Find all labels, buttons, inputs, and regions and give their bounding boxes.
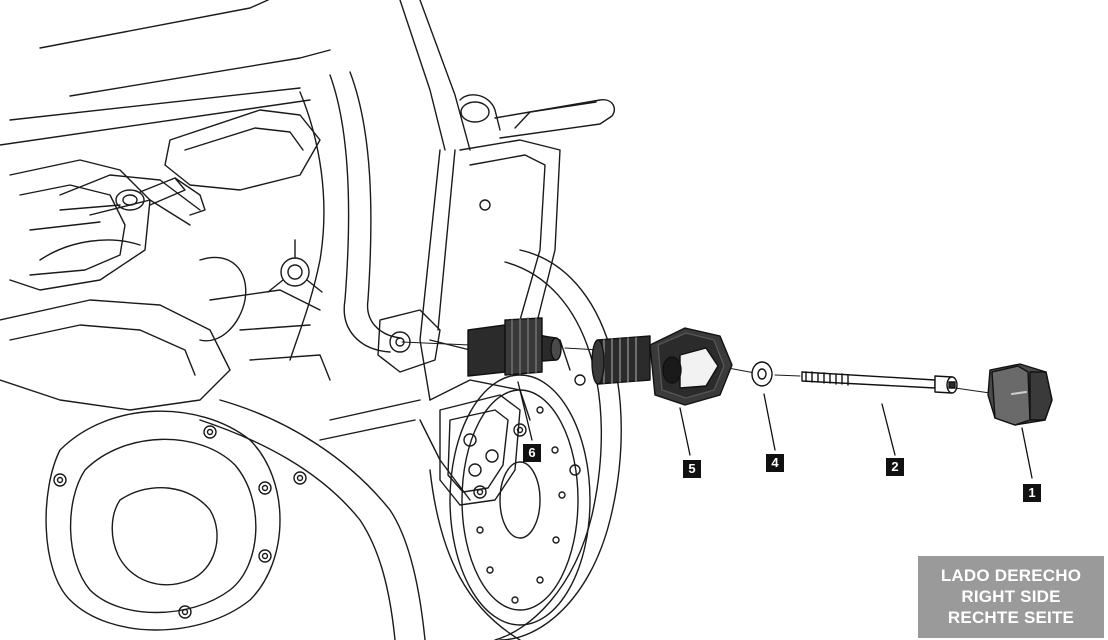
part-6-axle-spacer: [467, 317, 562, 377]
side-label-badge: LADO DERECHO RIGHT SIDE RECHTE SEITE: [918, 556, 1104, 638]
callout-leader-lines: [517, 381, 1033, 479]
callout-5: 5: [683, 460, 701, 478]
part-4-washer: [751, 361, 773, 387]
part-1-end-cap: [987, 363, 1053, 426]
callout-2: 2: [886, 458, 904, 476]
callout-6: 6: [523, 444, 541, 462]
motorcycle-line-art: [0, 0, 622, 640]
part-2-long-bolt: [801, 371, 958, 394]
callout-4: 4: [766, 454, 784, 472]
side-label-english: RIGHT SIDE: [961, 587, 1061, 606]
side-label-german: RECHTE SEITE: [947, 608, 1075, 627]
side-label-spanish: LADO DERECHO: [940, 566, 1082, 585]
callout-1: 1: [1023, 484, 1041, 502]
part-5-slider-bobbin: [591, 327, 733, 406]
